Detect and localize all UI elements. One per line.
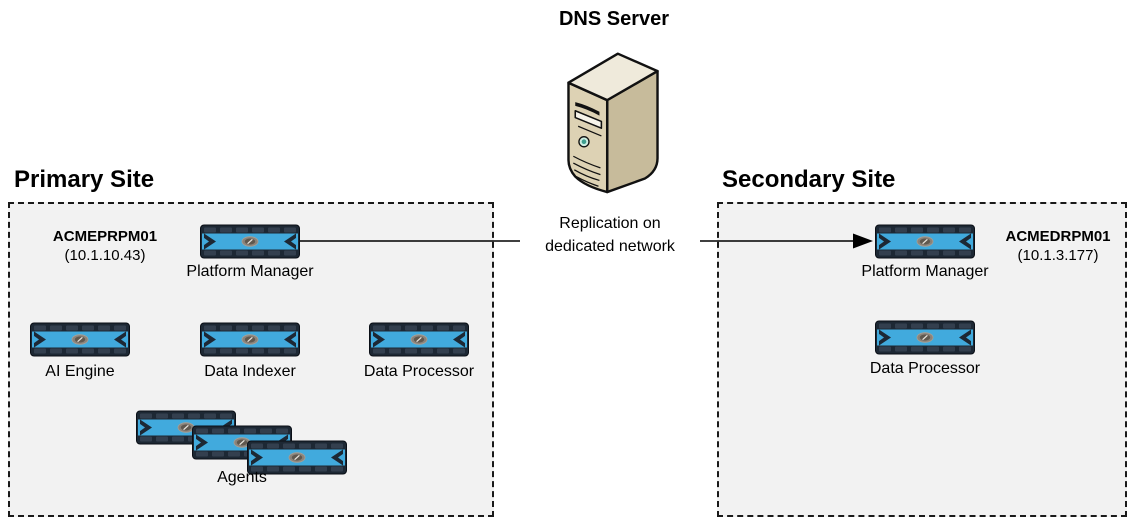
primary-data-processor-label: Data Processor [363,363,475,380]
primary-data-processor-icon [369,322,469,357]
secondary-pm-ip: (10.1.3.177) [1017,247,1099,264]
primary-pm-ip: (10.1.10.43) [64,247,146,264]
agent-icon-3 [247,440,347,475]
secondary-platform-manager-icon [875,224,975,259]
dns-server-label: DNS Server [558,8,670,30]
replication-label-line1: Replication on [559,215,661,232]
primary-platform-manager-label: Platform Manager [186,263,314,280]
ai-engine-icon [30,322,130,357]
ai-engine-label: AI Engine [45,363,115,380]
secondary-pm-hostname: ACMEDRPM01 [1005,228,1111,245]
secondary-data-processor-label: Data Processor [869,360,981,377]
agents-label: Agents [217,469,267,486]
dns-server-icon [556,44,670,194]
primary-site-title: Primary Site [14,166,155,193]
primary-platform-manager-icon [200,224,300,259]
data-indexer-label: Data Indexer [204,363,296,380]
replication-label-line2: dedicated network [545,238,675,255]
secondary-pm-host-block: ACMEDRPM01 (10.1.3.177) [993,227,1123,265]
data-indexer-icon [200,322,300,357]
secondary-platform-manager-label: Platform Manager [861,263,989,280]
secondary-site-title: Secondary Site [722,166,896,193]
secondary-data-processor-icon [875,320,975,355]
primary-pm-hostname: ACMEPRPM01 [52,228,158,245]
primary-pm-host-block: ACMEPRPM01 (10.1.10.43) [35,227,175,265]
replication-label: Replication on dedicated network [520,211,700,259]
